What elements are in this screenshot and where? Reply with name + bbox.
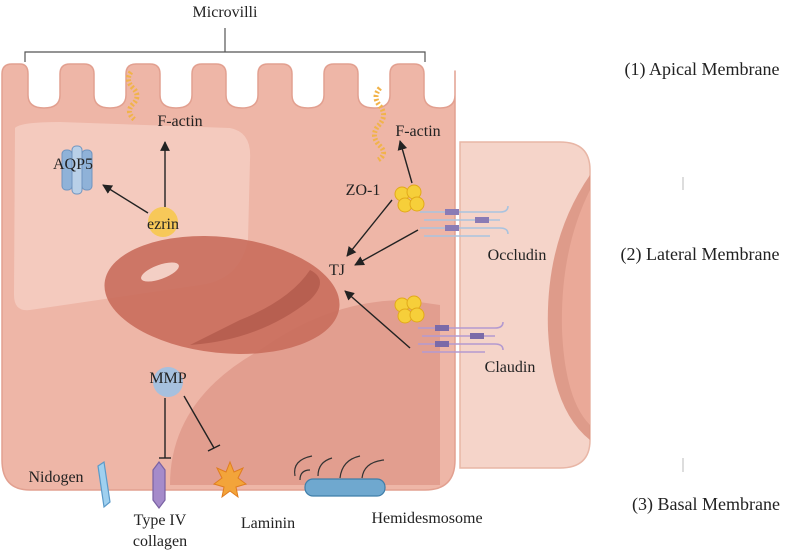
type-iv-collagen-icon xyxy=(152,461,166,509)
arrow-ezrin-aqp5 xyxy=(102,184,149,214)
factin-right-label: F-actin xyxy=(395,123,440,140)
type-iv-label-2: collagen xyxy=(133,533,187,550)
inhibit-mmp-laminin-bar xyxy=(207,444,221,452)
mmp-label: MMP xyxy=(149,370,186,387)
nidogen-icon xyxy=(97,460,111,509)
zo1-label: ZO-1 xyxy=(346,182,381,199)
arrow-claudin-tj xyxy=(344,290,411,349)
aqp5-label: AQP5 xyxy=(53,156,93,173)
neighbor-cell xyxy=(459,141,591,469)
factin-left-label: F-actin xyxy=(157,113,202,130)
ezrin-icon xyxy=(148,207,178,237)
arrows xyxy=(102,140,419,459)
arrow-zo1-tj xyxy=(346,199,393,257)
occludin-icon xyxy=(420,205,509,237)
factin-right-icon xyxy=(372,86,386,163)
apical-membrane-label: (1) Apical Membrane xyxy=(625,59,780,80)
laminin-icon xyxy=(212,460,248,499)
nidogen-label: Nidogen xyxy=(28,469,83,486)
nucleus xyxy=(104,236,340,354)
claudin-icon xyxy=(418,321,504,353)
arrow-occludin-tj xyxy=(354,229,419,266)
lateral-membrane-label: (2) Lateral Membrane xyxy=(621,244,780,265)
claudin-label: Claudin xyxy=(485,359,536,376)
ezrin-label: ezrin xyxy=(147,216,179,233)
zo1-lower-icon xyxy=(394,295,425,324)
hemidesmosome-label: Hemidesmosome xyxy=(371,510,482,527)
inhibit-mmp-laminin xyxy=(183,395,215,449)
arrow-zo1-factin xyxy=(397,140,413,184)
tj-label: TJ xyxy=(329,262,345,279)
factin-left-icon xyxy=(125,70,140,122)
mmp-icon xyxy=(153,367,183,397)
zo1-icon xyxy=(394,184,425,213)
microvilli-label: Microvilli xyxy=(193,4,258,21)
aqp5-icon xyxy=(61,145,93,195)
laminin-label: Laminin xyxy=(241,515,295,532)
hemidesmosome-icon xyxy=(294,455,386,497)
basal-membrane-label: (3) Basal Membrane xyxy=(632,494,780,515)
microvilli-bracket xyxy=(24,28,426,62)
type-iv-label-1: Type IV xyxy=(134,512,187,529)
occludin-label: Occludin xyxy=(488,247,547,264)
